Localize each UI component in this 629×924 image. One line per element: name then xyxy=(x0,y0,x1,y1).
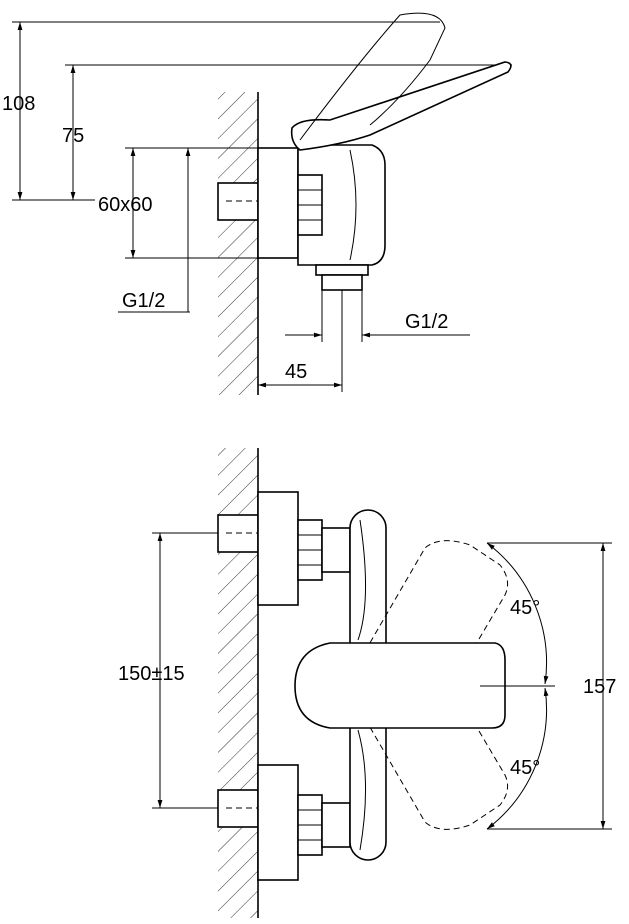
lever-handle xyxy=(290,61,512,151)
lever-raised-outline xyxy=(299,12,446,141)
wall-plate xyxy=(257,147,299,259)
dim-label-inlet-thread: G1/2 xyxy=(122,290,165,312)
front-view: 45° 45° 150±15 157 xyxy=(118,448,616,918)
side-view: 108 75 60x60 G1/2 45 xyxy=(2,12,512,395)
dim-label-outlet-thread: G1/2 xyxy=(405,311,448,333)
outlet-connector xyxy=(321,274,363,291)
angle-label-down: 45° xyxy=(510,757,540,779)
dim-label-inlet-spacing: 150±15 xyxy=(118,663,185,685)
lever-handle xyxy=(294,642,506,729)
dim-label-plate: 60x60 xyxy=(98,194,153,216)
dim-label-45: 45 xyxy=(285,361,307,383)
lever-up-outline xyxy=(359,540,509,706)
dim-label-75: 75 xyxy=(62,125,84,147)
wall-hatching xyxy=(218,92,258,395)
lever-down-outline xyxy=(359,664,509,830)
dim-label-108: 108 xyxy=(2,93,35,115)
angle-label-up: 45° xyxy=(510,597,540,619)
dim-label-lever-sweep: 157 xyxy=(583,676,616,698)
